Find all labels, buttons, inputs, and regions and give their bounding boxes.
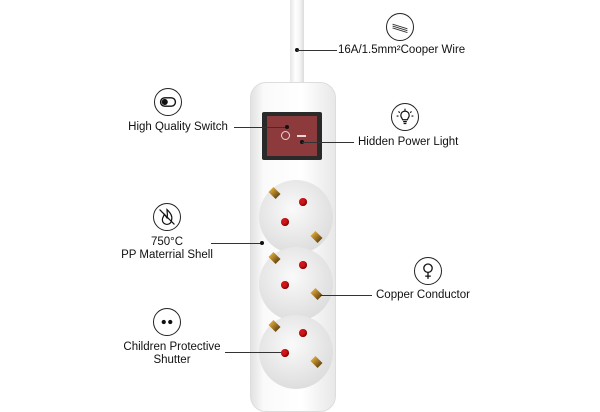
wire-icon bbox=[386, 13, 414, 41]
shell-pointer bbox=[260, 241, 264, 245]
female-symbol-icon bbox=[414, 257, 442, 285]
rocker-switch bbox=[262, 112, 322, 160]
shutter-holes-icon bbox=[153, 308, 181, 336]
wire-leader bbox=[297, 50, 337, 51]
shell-label: PP Materrial Shell bbox=[121, 249, 213, 261]
no-fire-icon bbox=[153, 203, 181, 231]
toggle-icon bbox=[154, 88, 182, 116]
shutter-label-line2: Shutter bbox=[153, 354, 191, 366]
shell-leader bbox=[211, 243, 261, 244]
switch-leader bbox=[234, 127, 286, 128]
power-cable bbox=[290, 0, 304, 92]
switch-label: High Quality Switch bbox=[128, 121, 228, 133]
socket-2 bbox=[259, 247, 333, 321]
light-leader bbox=[302, 142, 354, 143]
socket-1 bbox=[259, 180, 333, 254]
shutter-label-line1: Children Protective bbox=[123, 341, 221, 353]
shutter-leader bbox=[225, 352, 281, 353]
shell-temp-label: 750°C bbox=[150, 236, 184, 248]
light-bulb-icon bbox=[391, 103, 419, 131]
switch-pointer bbox=[285, 125, 289, 129]
conductor-label: Copper Conductor bbox=[376, 289, 470, 301]
conductor-leader bbox=[320, 295, 372, 296]
light-label: Hidden Power Light bbox=[358, 136, 459, 148]
wire-label: 16A/1.5mm²Cooper Wire bbox=[338, 44, 466, 56]
